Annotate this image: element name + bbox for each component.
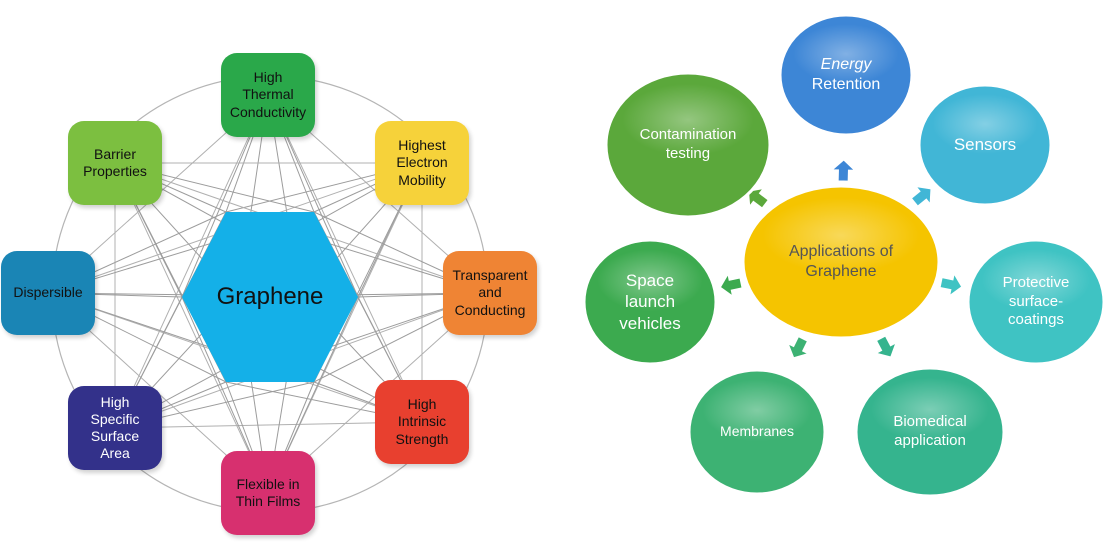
- arrow: [831, 159, 856, 182]
- bubble-label-center: Applications of Graphene: [788, 243, 894, 280]
- property-box-barrier: Barrier Properties: [68, 121, 162, 205]
- bubble-label-biomedical: Biomedical application: [893, 413, 967, 449]
- bubble-coatings-highlight: [981, 249, 1091, 312]
- bubble-label-coatings: Protective surface- coatings: [1002, 273, 1070, 329]
- property-box-dispersible: Dispersible: [1, 251, 95, 335]
- web-line: [114, 421, 423, 429]
- property-box-thermal: High Thermal Conductivity: [221, 53, 315, 137]
- bubble-label-membranes: Membranes: [720, 423, 794, 440]
- property-box-surface: High Specific Surface Area: [68, 386, 162, 470]
- property-box-flexible: Flexible in Thin Films: [221, 451, 315, 535]
- arrow: [939, 272, 963, 297]
- bubble-energy-highlight: [793, 24, 899, 84]
- property-box-transparent: Transparent and Conducting: [443, 251, 537, 335]
- web-line: [114, 162, 269, 494]
- bubble-center-highlight: [762, 197, 920, 274]
- arrow: [719, 273, 743, 298]
- web-line: [267, 94, 423, 423]
- web-line: [114, 94, 269, 429]
- arrow: [874, 335, 897, 358]
- bubble-membranes-highlight: [702, 379, 812, 442]
- bubble-label-space: Space launch vehicles: [619, 271, 681, 333]
- bubble-label-sensors: Sensors: [953, 135, 1017, 155]
- bubble-label-contamination: Contamination testing: [639, 126, 737, 162]
- bubble-sensors-highlight: [932, 94, 1038, 154]
- bubble-space-highlight: [597, 249, 703, 312]
- bubble-biomedical-highlight: [870, 377, 990, 442]
- graphene-label: Graphene: [216, 283, 324, 310]
- bubble-contamination-highlight: [622, 83, 754, 156]
- arrow: [747, 187, 769, 209]
- property-box-strength: High Intrinsic Strength: [375, 380, 469, 464]
- arrow: [787, 336, 810, 359]
- arrow: [910, 185, 932, 207]
- property-box-mobility: Highest Electron Mobility: [375, 121, 469, 205]
